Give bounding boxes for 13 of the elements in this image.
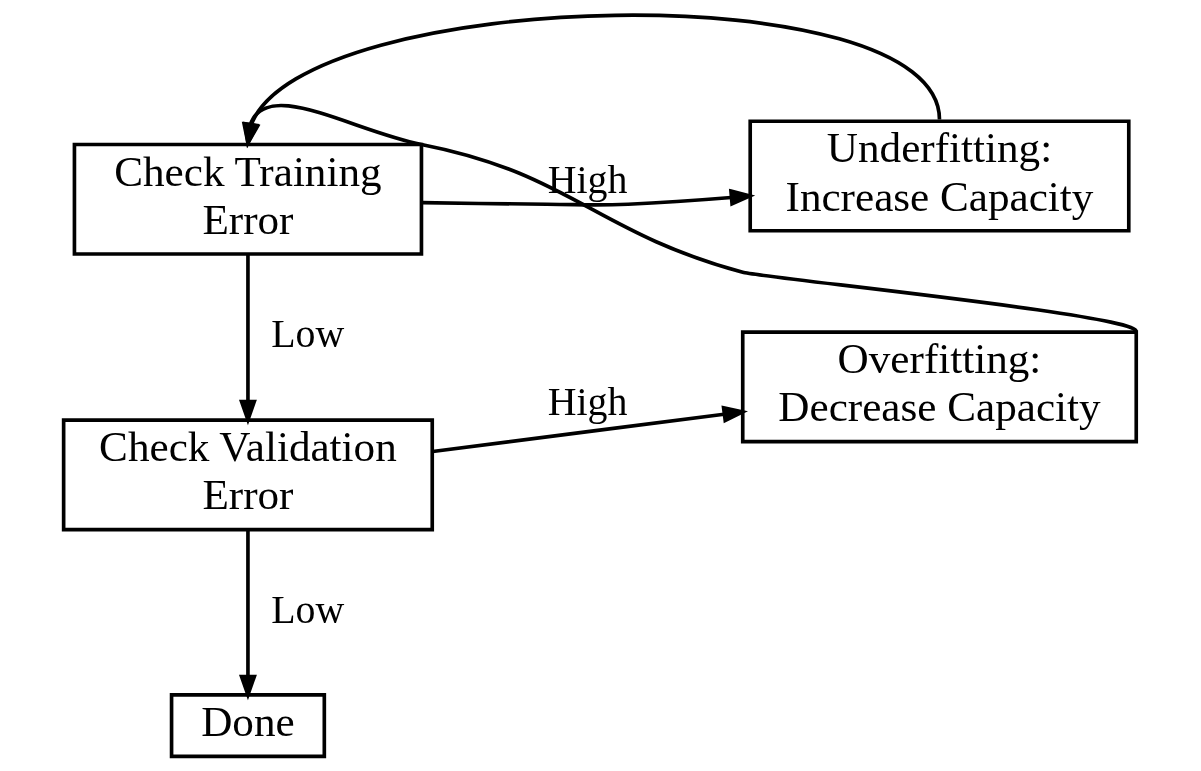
node-box: Check Validation Error [61, 418, 435, 532]
arrow [432, 405, 748, 454]
edge-label: High [547, 156, 628, 202]
node-box: Underfitting: Increase Capacity [748, 119, 1131, 233]
edge-label: High [547, 379, 628, 425]
edge-label: Low [271, 311, 345, 357]
arrow [421, 188, 756, 207]
node-box: Done [169, 693, 327, 759]
node-box: Check Training Error [72, 142, 424, 256]
node-box: Overfitting: Decrease Capacity [740, 330, 1139, 444]
arrow [238, 254, 257, 426]
edge-label: Low [271, 586, 345, 632]
arrow [238, 529, 257, 701]
